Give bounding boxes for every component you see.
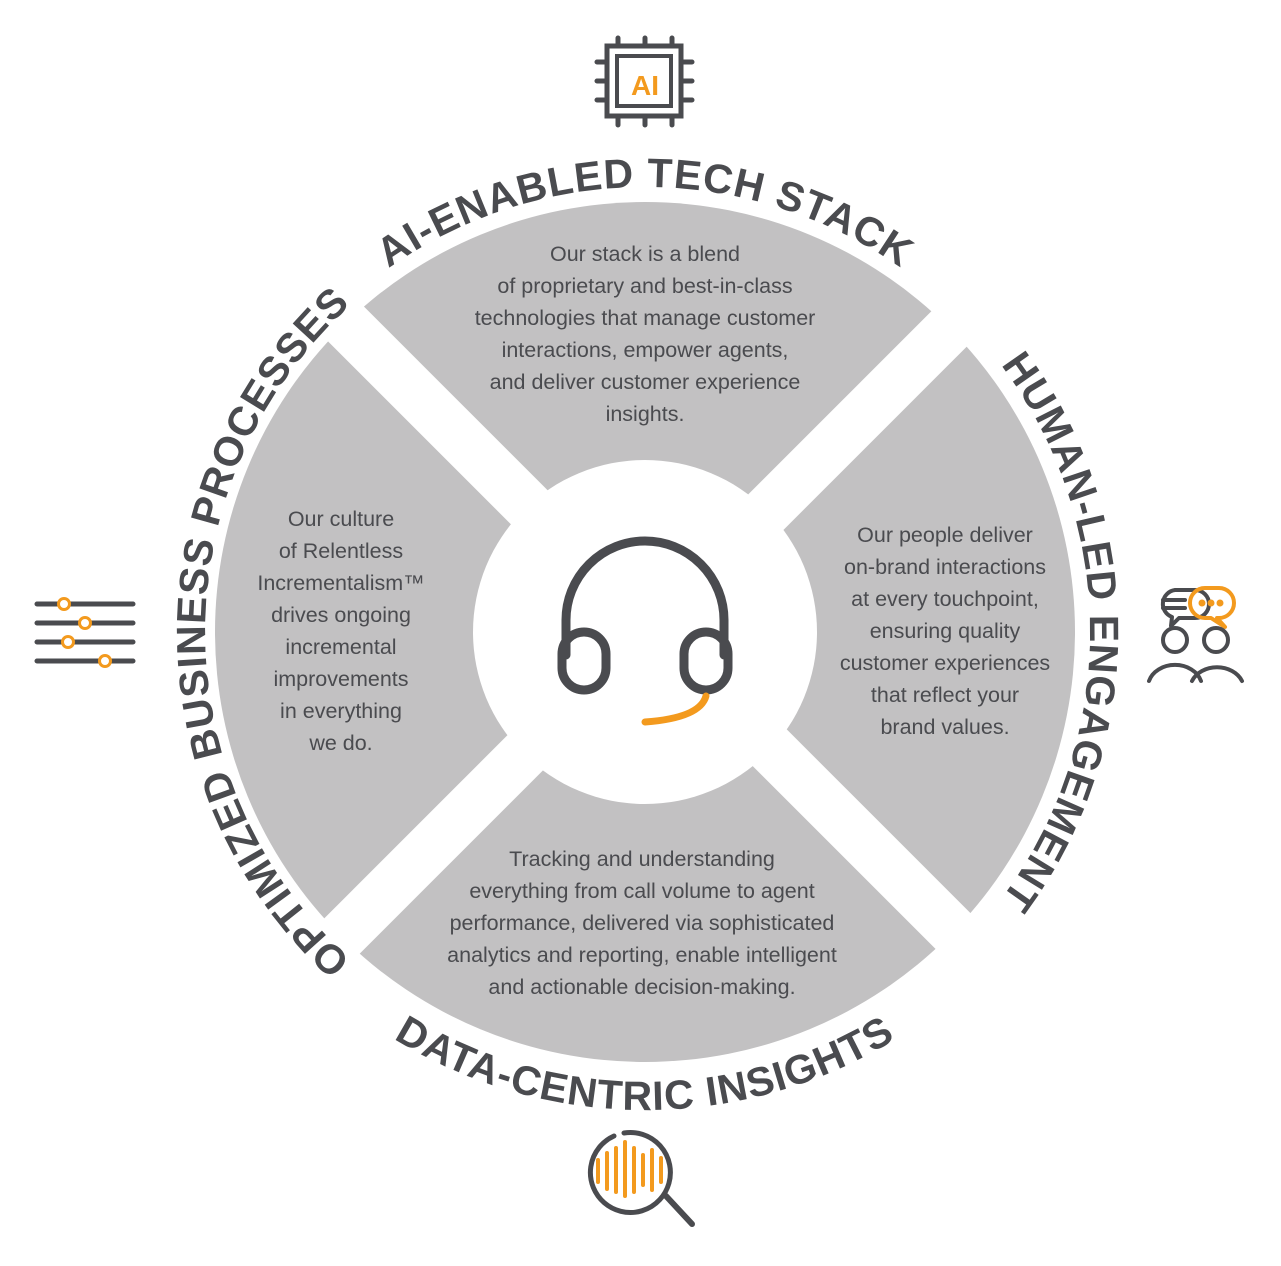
headset-icon bbox=[557, 536, 733, 726]
analytics-magnifier-icon bbox=[587, 1130, 695, 1227]
ai-chip-icon: AI bbox=[594, 35, 695, 128]
people-conversation-icon bbox=[1147, 586, 1244, 683]
segment-ring bbox=[215, 202, 1075, 1062]
svg-text:AI: AI bbox=[631, 70, 659, 101]
sliders-icon bbox=[34, 597, 136, 668]
